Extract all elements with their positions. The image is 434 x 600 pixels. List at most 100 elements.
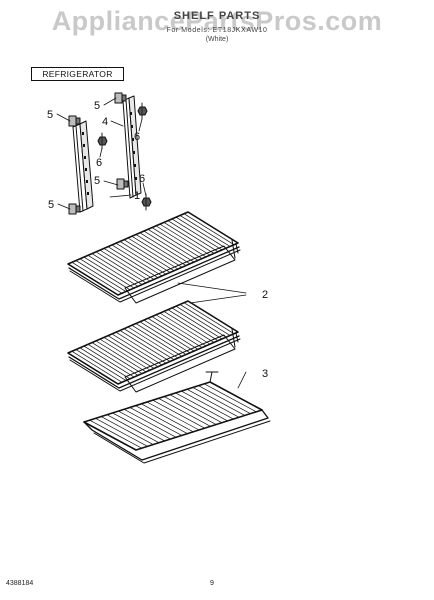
shelf-wire-rod bbox=[155, 225, 207, 258]
shelf-wire-rod bbox=[103, 248, 155, 280]
shelf-wire-rod bbox=[123, 328, 175, 361]
shelf-wire-rod bbox=[152, 399, 206, 429]
shelf-wire-rod bbox=[192, 387, 246, 416]
shelf-wire-rod bbox=[140, 403, 194, 433]
shelf-wire-rod bbox=[175, 216, 227, 249]
leader-lines bbox=[56, 97, 247, 389]
shelf-wire-rod bbox=[203, 383, 257, 413]
shelf-wire-rod bbox=[107, 246, 159, 279]
shelf-wire-rod bbox=[167, 220, 219, 253]
shelf-wire-rod bbox=[135, 405, 188, 434]
shelf-wire-rod bbox=[107, 335, 159, 368]
shelf-wire-rod bbox=[75, 260, 127, 292]
shelf-wire-rod bbox=[169, 394, 223, 424]
shelf-wire-rod bbox=[91, 253, 143, 285]
screw-mid-left bbox=[97, 132, 108, 150]
shelf-wire-rod bbox=[139, 232, 191, 265]
shelf-wire-rod bbox=[159, 223, 211, 256]
shelf-wire-rod bbox=[131, 235, 183, 268]
clip-lower-left bbox=[68, 203, 81, 215]
shelf-wire-rod bbox=[103, 337, 155, 369]
callout-6-upper: 6 bbox=[134, 131, 140, 143]
document-number: 4388184 bbox=[6, 580, 34, 587]
shelf-wire-rod bbox=[159, 312, 211, 345]
shelf-wire-rod bbox=[183, 213, 235, 246]
shelf-wire-rod bbox=[100, 416, 154, 445]
shelf-wire-rod bbox=[163, 396, 217, 425]
callout-2: 2 bbox=[262, 289, 268, 301]
shelf-wire-rod bbox=[186, 388, 240, 418]
shelf-wire-rod bbox=[106, 414, 160, 444]
callout-5-upper-right: 5 bbox=[94, 100, 100, 112]
shelf-wire-rod bbox=[118, 410, 171, 440]
shelf-wire-rod bbox=[87, 254, 139, 287]
shelf-wire-rod bbox=[183, 302, 235, 335]
callout-5-upper-left: 5 bbox=[47, 109, 53, 121]
shelf-wire-rod bbox=[127, 326, 179, 359]
shelf-wire-rod bbox=[155, 314, 207, 347]
shelf-wire-rod bbox=[89, 419, 143, 449]
shelf-wire-rod bbox=[135, 323, 187, 355]
left-shelf-bracket bbox=[72, 120, 94, 213]
page-number: 9 bbox=[210, 580, 214, 587]
section-label-refrigerator: REFRIGERATOR bbox=[31, 67, 124, 81]
shelf-wire-rod bbox=[111, 244, 163, 277]
watermark: AppliancePartsPros.com bbox=[51, 6, 383, 36]
shelf-wire-rod bbox=[179, 304, 231, 336]
wire-shelf-lower bbox=[67, 300, 241, 393]
shelf-wire-rod bbox=[83, 256, 135, 289]
callout-5-lower-left: 5 bbox=[48, 199, 54, 211]
shelf-wire-rod bbox=[129, 407, 183, 436]
callout-1: 1 bbox=[134, 190, 140, 202]
callout-6-lower: 6 bbox=[139, 173, 145, 185]
shelf-wire-rod bbox=[115, 331, 167, 364]
shelf-wire-rod bbox=[181, 390, 234, 420]
shelf-wire-rod bbox=[83, 345, 135, 378]
shelf-wire-rod bbox=[123, 408, 177, 438]
crisper-shelf bbox=[83, 371, 271, 464]
shelf-wire-rod bbox=[95, 340, 147, 373]
shelf-wire-rod bbox=[147, 317, 199, 350]
shelf-wire-rod bbox=[175, 392, 228, 422]
mounting-screws bbox=[97, 102, 152, 211]
shelf-wire-rod bbox=[119, 330, 171, 362]
model-line: For Models: ET18JKXAW10 bbox=[166, 27, 268, 34]
shelf-wire-rod bbox=[95, 251, 147, 284]
right-shelf-bracket bbox=[122, 95, 142, 199]
callout-6-middle: 6 bbox=[96, 157, 102, 169]
shelf-wire-rod bbox=[163, 311, 215, 343]
shelf-wire-rod bbox=[131, 324, 183, 357]
color-line: (White) bbox=[205, 36, 229, 43]
left-bracket-slots bbox=[82, 132, 89, 195]
callout-4: 4 bbox=[102, 116, 108, 128]
shelf-wire-rod bbox=[123, 239, 175, 272]
shelf-wire-rod bbox=[171, 218, 223, 251]
shelf-wire-rod bbox=[167, 309, 219, 342]
screw-lower-right bbox=[141, 193, 152, 211]
shelf-wire-rod bbox=[198, 385, 251, 414]
clip-lower-right bbox=[116, 178, 129, 190]
shelf-wire-rod bbox=[143, 230, 195, 263]
shelf-wire-rod bbox=[91, 342, 143, 374]
shelf-wire-rod bbox=[146, 401, 200, 431]
shelf-wire-rod bbox=[151, 227, 203, 259]
shelf-wire-rod bbox=[163, 222, 215, 254]
shelf-wire-rod bbox=[171, 307, 223, 340]
shelf-wire-rod bbox=[175, 305, 227, 338]
shelf-wire-rod bbox=[87, 343, 139, 376]
shelf-wire-rod bbox=[158, 398, 211, 427]
shelf-wire-rod bbox=[75, 349, 127, 381]
shelf-wire-rod bbox=[119, 241, 171, 273]
shelf-wire-rod bbox=[71, 261, 123, 294]
wire-shelf-upper bbox=[67, 211, 241, 304]
callout-3: 3 bbox=[262, 368, 268, 380]
shelf-wire-rod bbox=[139, 321, 191, 354]
bracket-clips bbox=[68, 92, 129, 215]
shelf-wire-rod bbox=[71, 350, 123, 383]
right-bracket-slots bbox=[130, 112, 137, 180]
shelf-wire-rod bbox=[151, 316, 203, 348]
clip-upper-right bbox=[114, 92, 127, 104]
shelf-wire-rod bbox=[99, 249, 151, 282]
